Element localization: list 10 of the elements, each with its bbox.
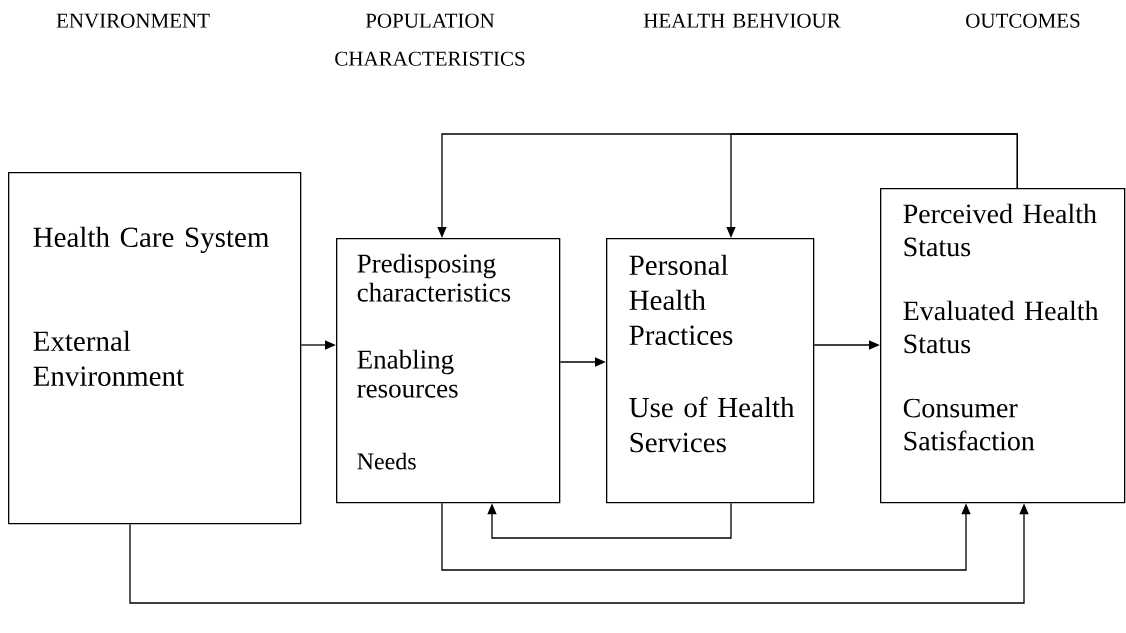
arrow [441, 502, 971, 571]
column-heading: HEALTH BEHVIOUR [643, 13, 841, 28]
column-heading: ENVIRONMENT [56, 13, 210, 28]
process-box: Perceived Health Status Evaluated Health Status Consumer Satisfaction [880, 188, 1126, 504]
column-heading: OUTCOMES [966, 13, 1080, 28]
process-box: Predisposing characteristics Enabling resources Needs [336, 238, 561, 504]
process-box: Personal Health Practices Use of Health Services [606, 238, 815, 504]
column-heading: POPULATION CHARACTERISTICS [335, 13, 525, 66]
process-box: Health Care System External Environment [8, 172, 302, 525]
arrow [487, 502, 732, 539]
